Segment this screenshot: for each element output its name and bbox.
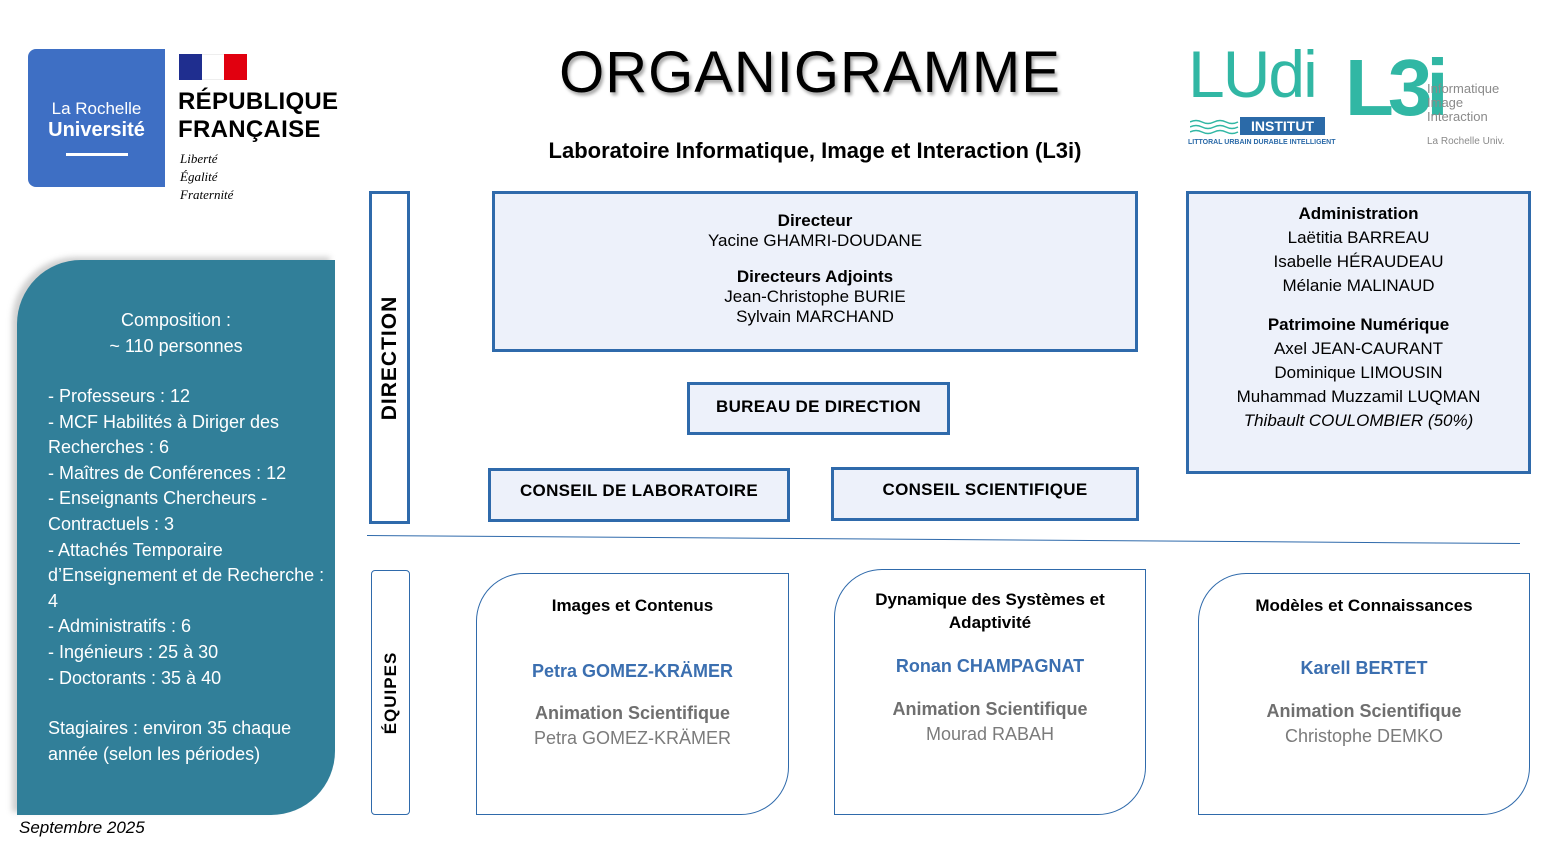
team-animation-label: Animation Scientifique [534,703,730,723]
ludi-institut-badge: INSTITUT [1240,117,1325,135]
french-flag-icon [179,54,248,80]
team-card-dynamique-systemes: Dynamique des Systèmes et Adaptivité Ron… [834,569,1146,815]
composition-heading-line1: Composition : [120,310,232,330]
team-animation-person: Christophe DEMKO [1284,726,1444,746]
team-animation-label: Animation Scientifique [892,699,1088,719]
republic-line1: RÉPUBLIQUE [178,88,339,115]
ludi-wordmark: LUdi [1188,37,1318,111]
director-box: Directeur Yacine GHAMRI-DOUDANE Directeu… [492,191,1138,352]
section-divider [366,535,1520,545]
l3i-university: La Rochelle Univ. [1427,136,1505,147]
direction-label-text: DIRECTION [377,295,401,420]
republic-line2: FRANÇAISE [178,116,321,143]
motto-fraternite: Fraternité [180,187,234,202]
composition-panel: Composition : ~ 110 personnes - Professe… [17,260,335,815]
date-label: Septembre 2025 [19,818,145,837]
director-title: Directeur [777,211,853,230]
l3i-text-line2: Image [1427,95,1464,110]
digital-member: Dominique LIMOUSIN [1274,363,1443,382]
team-animation-label: Animation Scientifique [1266,701,1462,721]
composition-list: - Professeurs : 12 - MCF Habilités à Dir… [48,384,328,691]
bureau-direction-box: BUREAU DE DIRECTION [687,382,950,435]
team-lead: Ronan CHAMPAGNAT [895,656,1085,676]
republic-motto: Liberté Égalité Fraternité [180,150,233,204]
team-name: Images et Contenus [551,596,714,615]
list-item: - Doctorants : 35 à 40 [48,667,222,688]
admin-member: Laëtitia BARREAU [1287,228,1430,247]
list-item: - MCF Habilités à Diriger des Recherches… [48,411,280,458]
ludi-waves-icon [1190,119,1239,135]
l3i-logo: L3i Informatique Image Interaction La Ro… [1345,43,1505,150]
admin-member: Isabelle HÉRAUDEAU [1273,252,1444,271]
team-name: Modèles et Connaissances [1255,596,1473,615]
page-subtitle: Laboratoire Informatique, Image et Inter… [548,138,1082,163]
team-card-modeles-connaissances: Modèles et Connaissances Karell BERTET A… [1198,573,1530,815]
list-item: - Ingénieurs : 25 à 30 [48,641,219,662]
university-logo-bar [66,153,128,156]
administration-title: Administration [1298,204,1419,223]
l3i-text: Informatique Image Interaction [1427,82,1499,124]
admin-member: Mélanie MALINAUD [1282,276,1435,295]
deputy-name: Sylvain MARCHAND [736,307,894,326]
team-name: Dynamique des Systèmes et Adaptivité [845,588,1135,634]
team-animation-person: Mourad RABAH [925,724,1055,744]
university-logo-line2: Université [48,119,145,141]
deputies-title: Directeurs Adjoints [736,267,894,286]
teams-section-label: ÉQUIPES [371,570,410,815]
list-item: - Administratifs : 6 [48,616,192,637]
interns-note: Stagiaires : environ 35 chaque année (se… [48,718,292,764]
list-item: - Professeurs : 12 [48,386,191,406]
team-animation-person: Petra GOMEZ-KRÄMER [533,728,732,748]
team-lead: Petra GOMEZ-KRÄMER [531,661,733,681]
l3i-mark: L3i [1345,43,1449,132]
digital-heritage-title: Patrimoine Numérique [1267,315,1450,334]
composition-heading-line2: ~ 110 personnes [109,335,243,356]
l3i-text-line3: Interaction [1427,109,1488,124]
list-item: - Attachés Temporaire d’Enseignement et … [48,539,325,611]
ludi-institut-logo: LUdi INSTITUT LITTORAL URBAIN DURABLE IN… [1188,37,1336,150]
composition-heading: Composition : ~ 110 personnes [17,308,335,359]
team-name-line1: Dynamique des Systèmes et [875,590,1105,609]
page-title: ORGANIGRAMME [559,40,1061,105]
list-item: - Maîtres de Conférences : 12 [48,462,287,483]
digital-member: Muhammad Muzzamil LUQMAN [1236,387,1481,406]
l3i-text-line1: Informatique [1427,81,1500,96]
administration-box: Administration Laëtitia BARREAU Isabelle… [1186,191,1531,474]
director-name: Yacine GHAMRI-DOUDANE [707,231,923,250]
lab-council-box: CONSEIL DE LABORATOIRE [488,468,790,522]
motto-egalite: Égalité [180,169,218,184]
la-rochelle-universite-logo: La Rochelle Université [28,49,165,187]
motto-liberte: Liberté [180,151,218,166]
direction-section-label: DIRECTION [369,191,410,524]
list-item: - Enseignants Chercheurs - Contractuels … [48,488,268,534]
team-name-line2: Adaptivité [948,613,1032,632]
digital-member-part-time: Thibault COULOMBIER (50%) [1243,411,1474,430]
team-card-images-contenus: Images et Contenus Petra GOMEZ-KRÄMER An… [476,573,789,815]
digital-member: Axel JEAN-CAURANT [1273,339,1444,358]
scientific-council-box: CONSEIL SCIENTIFIQUE [831,467,1139,521]
team-lead: Karell BERTET [1300,658,1428,678]
republique-francaise-logo: RÉPUBLIQUE FRANÇAISE [178,88,338,144]
university-logo-line1: La Rochelle [51,99,142,118]
ludi-tagline: LITTORAL URBAIN DURABLE INTELLIGENT [1188,139,1336,146]
deputy-name: Jean-Christophe BURIE [724,287,906,306]
teams-label-text: ÉQUIPES [380,651,400,734]
